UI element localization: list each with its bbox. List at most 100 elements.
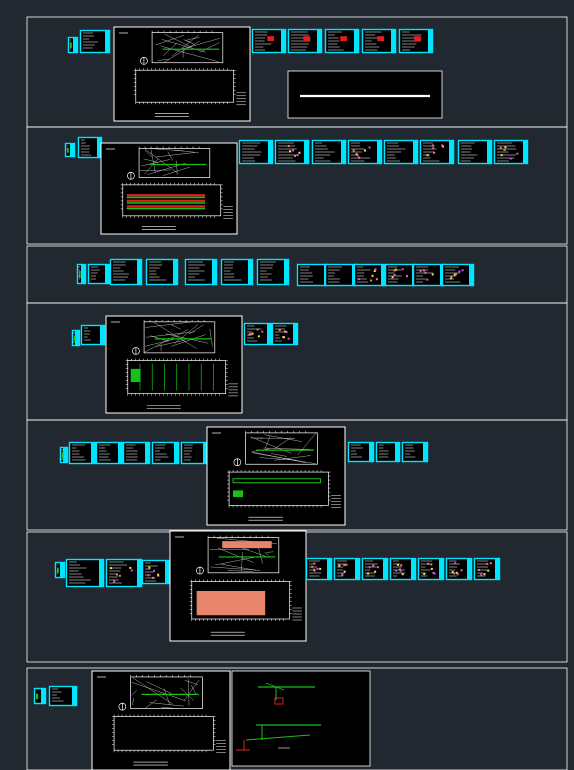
- sheet-title-strip: [118, 443, 122, 463]
- detail-sheet[interactable]: [141, 559, 171, 585]
- detail-sheet[interactable]: [287, 28, 323, 54]
- detail-sheet[interactable]: [324, 28, 360, 54]
- detail-sheet[interactable]: [95, 441, 124, 465]
- detail-sheet[interactable]: [384, 263, 418, 287]
- detail-sheet[interactable]: [122, 441, 151, 465]
- detail-sheet[interactable]: [383, 139, 419, 165]
- detail-sheet[interactable]: [151, 441, 180, 465]
- detail-sheet[interactable]: [59, 446, 69, 464]
- detail-sheet[interactable]: [79, 29, 111, 54]
- sheet-color-mark: [157, 573, 160, 576]
- detail-sheet[interactable]: [67, 36, 79, 54]
- detail-sheet[interactable]: [473, 557, 501, 581]
- plan-hatch: [252, 452, 316, 464]
- detail-sheet[interactable]: [296, 263, 330, 287]
- plan-hatch: [297, 432, 317, 456]
- plan-hatch: [241, 552, 243, 571]
- detail-sheet[interactable]: [145, 258, 179, 286]
- plan-hatch: [191, 684, 196, 695]
- sheet-title-strip: [267, 324, 271, 344]
- sheet-background: [106, 559, 142, 587]
- plan-hatch: [184, 680, 198, 685]
- sheet-color-mark: [422, 269, 425, 272]
- sheet-border: [238, 139, 274, 165]
- sheet-color-mark: [461, 269, 464, 272]
- detail-sheet[interactable]: [77, 136, 103, 159]
- sheet-color-mark: [319, 567, 322, 570]
- detail-sheet[interactable]: [419, 139, 455, 165]
- sheet-background: [390, 558, 416, 580]
- plan-green-block: [233, 490, 243, 498]
- sheet-color-mark: [338, 564, 341, 567]
- detail-sheet[interactable]: [76, 263, 87, 285]
- detail-sheet[interactable]: [441, 263, 475, 287]
- plan-hatch: [143, 158, 159, 163]
- detail-sheet[interactable]: [220, 258, 254, 286]
- detail-sheet[interactable]: [493, 139, 529, 165]
- detail-sheet[interactable]: [184, 258, 218, 286]
- detail-sheet[interactable]: [80, 324, 106, 346]
- detail-sheet[interactable]: [361, 28, 397, 54]
- detail-sheet[interactable]: [256, 258, 290, 286]
- sheet-background: [146, 259, 178, 285]
- plan-green-band: [126, 207, 206, 210]
- main-floor-plan[interactable]: [91, 670, 231, 770]
- detail-sheet[interactable]: [412, 263, 446, 287]
- detail-sheet[interactable]: [445, 557, 473, 581]
- detail-sheet[interactable]: [48, 685, 78, 707]
- detail-sheet[interactable]: [457, 139, 493, 165]
- sheet-color-mark: [296, 154, 299, 157]
- main-floor-plan[interactable]: [100, 142, 238, 235]
- detail-sheet[interactable]: [389, 557, 417, 581]
- sheet-title-strip: [369, 443, 373, 461]
- main-floor-plan[interactable]: [169, 530, 307, 642]
- main-floor-plan[interactable]: [113, 26, 251, 122]
- main-floor-plan[interactable]: [206, 426, 346, 526]
- detail-sheet[interactable]: [71, 329, 81, 347]
- detail-sheet[interactable]: [353, 263, 387, 287]
- sheet-color-mark: [394, 268, 397, 271]
- sheet-border: [361, 28, 397, 54]
- pipe-branch: [265, 682, 285, 691]
- sheet-color-mark: [153, 569, 156, 572]
- detail-sheet[interactable]: [417, 557, 445, 581]
- detail-sheet[interactable]: [65, 558, 105, 588]
- detail-sheet[interactable]: [324, 263, 358, 287]
- detail-sheet[interactable]: [64, 142, 76, 158]
- sheet-color-mark: [115, 573, 118, 576]
- detail-sheet[interactable]: [33, 687, 47, 705]
- pipe-diagram: [236, 682, 321, 751]
- detail-sheet[interactable]: [243, 322, 273, 346]
- detail-sheet[interactable]: [238, 139, 274, 165]
- sheet-color-mark: [432, 147, 435, 150]
- detail-sheet[interactable]: [271, 322, 299, 346]
- detail-sheet[interactable]: [109, 258, 143, 286]
- detail-sheet[interactable]: [105, 558, 143, 588]
- detail-sheet[interactable]: [375, 441, 401, 463]
- detail-sheet[interactable]: [361, 557, 389, 581]
- detail-sheet[interactable]: [87, 263, 111, 285]
- plan-hatch: [170, 324, 181, 330]
- main-floor-plan[interactable]: [105, 315, 243, 414]
- plan-hatch: [217, 547, 254, 563]
- sheet-color-mark: [345, 563, 348, 566]
- detail-sheet[interactable]: [54, 561, 66, 579]
- plan-upper-outline: [138, 148, 211, 178]
- sheet-title-strip: [354, 30, 358, 52]
- detail-sheet[interactable]: [347, 139, 383, 165]
- sheet-color-mark: [393, 273, 396, 276]
- sheet-background: [152, 442, 179, 464]
- detail-sheet[interactable]: [274, 139, 310, 165]
- detail-sheet[interactable]: [333, 557, 361, 581]
- detail-sheet[interactable]: [251, 28, 287, 54]
- detail-sheet[interactable]: [68, 441, 97, 465]
- detail-sheet[interactable]: [347, 441, 375, 463]
- detail-sheet[interactable]: [180, 441, 209, 465]
- sheet-color-mark: [284, 330, 287, 333]
- sheet-color-mark: [406, 275, 409, 278]
- detail-sheet[interactable]: [401, 441, 429, 463]
- detail-sheet[interactable]: [305, 557, 333, 581]
- detail-sheet[interactable]: [311, 139, 347, 165]
- detail-sheet[interactable]: [398, 28, 434, 54]
